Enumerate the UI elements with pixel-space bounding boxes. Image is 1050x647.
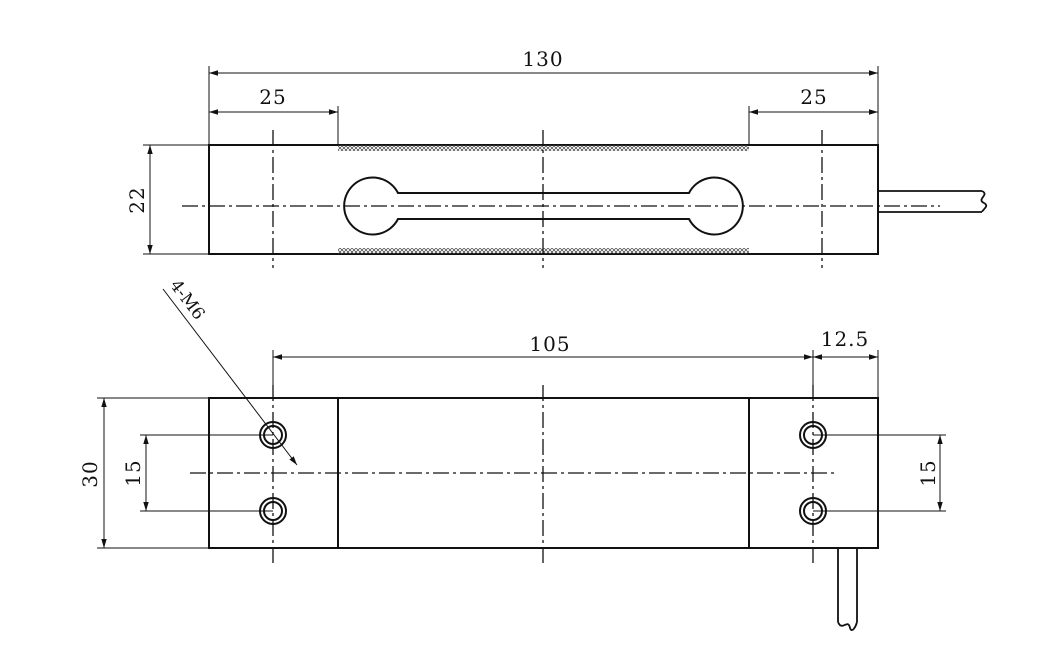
dim-width: 22: [125, 186, 149, 213]
top-knurl-strip: [338, 145, 749, 151]
dim-left-hole-pitch: 15: [121, 459, 145, 486]
dim-hole-spacing: 105: [529, 332, 570, 356]
dim-right-hole-pitch: 15: [916, 459, 940, 486]
top-centerlines: [182, 130, 940, 268]
top-cable: [878, 190, 988, 213]
top-extension-lines: [143, 66, 879, 255]
dim-height: 30: [78, 460, 102, 487]
thread-callout-leader: [162, 288, 298, 466]
dumbbell-slot: [343, 176, 744, 236]
bottom-centerlines: [190, 385, 838, 565]
bottom-cable: [837, 548, 858, 632]
dim-left-flat: 25: [259, 85, 286, 109]
dim-overall-length: 130: [522, 47, 563, 71]
dim-end-offset: 12.5: [821, 327, 870, 351]
top-view: 130 25 25 22: [125, 47, 988, 268]
dim-right-flat: 25: [800, 85, 827, 109]
bottom-view: 105 12.5 30 15 15 4-M6: [78, 276, 946, 632]
